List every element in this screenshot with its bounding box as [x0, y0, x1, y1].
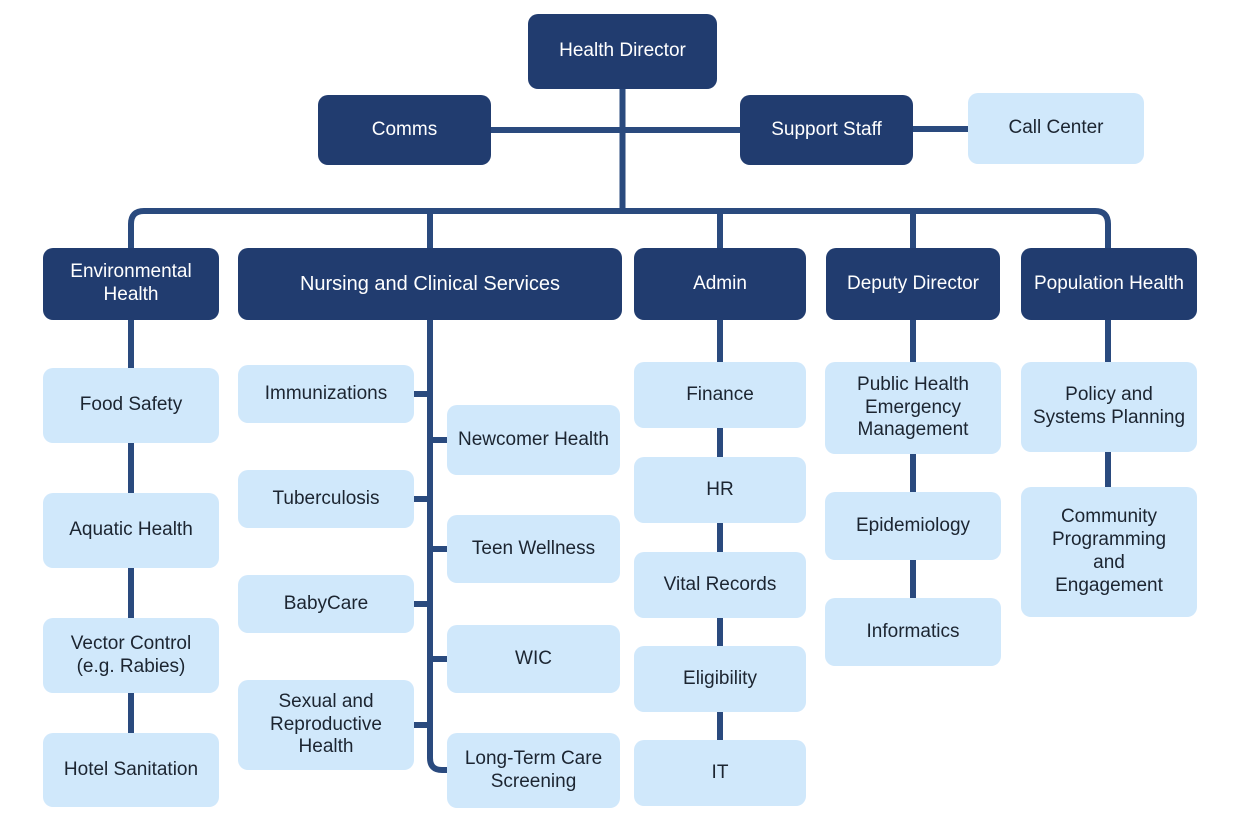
node-teen-wellness: Teen Wellness	[447, 515, 620, 583]
node-informatics: Informatics	[825, 598, 1001, 666]
node-public-health-emergency-management: Public Health Emergency Management	[825, 362, 1001, 454]
node-support-staff: Support Staff	[740, 95, 913, 165]
node-hotel-sanitation: Hotel Sanitation	[43, 733, 219, 807]
node-community-programming-engagement: Community Programming and Engagement	[1021, 487, 1197, 617]
node-population-health: Population Health	[1021, 248, 1197, 320]
node-nursing-clinical-services: Nursing and Clinical Services	[238, 248, 622, 320]
node-vital-records: Vital Records	[634, 552, 806, 618]
node-it: IT	[634, 740, 806, 806]
node-admin: Admin	[634, 248, 806, 320]
node-epidemiology: Epidemiology	[825, 492, 1001, 560]
node-babycare: BabyCare	[238, 575, 414, 633]
node-vector-control: Vector Control (e.g. Rabies)	[43, 618, 219, 693]
node-newcomer-health: Newcomer Health	[447, 405, 620, 475]
node-comms: Comms	[318, 95, 491, 165]
node-deputy-director: Deputy Director	[826, 248, 1000, 320]
node-call-center: Call Center	[968, 93, 1144, 164]
node-eligibility: Eligibility	[634, 646, 806, 712]
node-hr: HR	[634, 457, 806, 523]
node-wic: WIC	[447, 625, 620, 693]
node-finance: Finance	[634, 362, 806, 428]
node-tuberculosis: Tuberculosis	[238, 470, 414, 528]
node-policy-systems-planning: Policy and Systems Planning	[1021, 362, 1197, 452]
node-sexual-reproductive-health: Sexual and Reproductive Health	[238, 680, 414, 770]
node-long-term-care-screening: Long-Term Care Screening	[447, 733, 620, 808]
node-aquatic-health: Aquatic Health	[43, 493, 219, 568]
node-environmental-health: Environmental Health	[43, 248, 219, 320]
node-health-director: Health Director	[528, 14, 717, 89]
node-immunizations: Immunizations	[238, 365, 414, 423]
node-food-safety: Food Safety	[43, 368, 219, 443]
